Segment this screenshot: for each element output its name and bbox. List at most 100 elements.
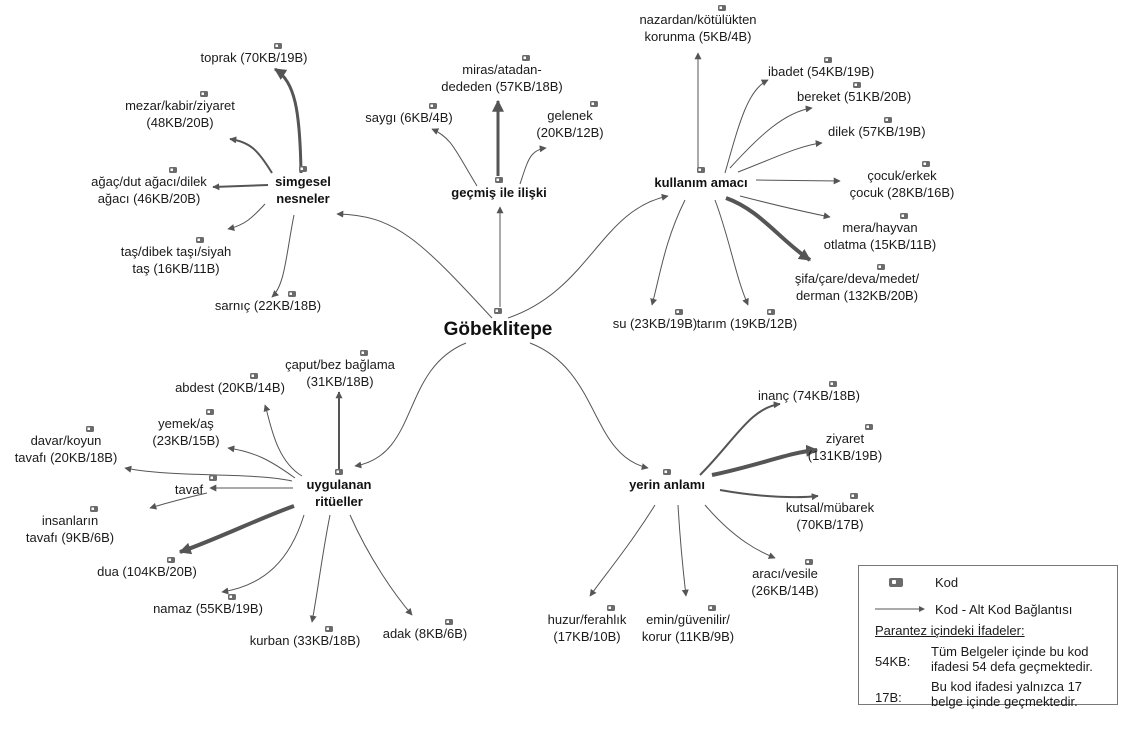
- code-node-label: mezar/kabir/ziyaret(48KB/20B): [125, 98, 235, 130]
- code-node-label-line: toprak (70KB/19B): [201, 50, 308, 65]
- code-icon: [335, 469, 343, 475]
- category-node-label: uygulanan ritüeller: [306, 477, 371, 509]
- code-icon: [429, 103, 437, 109]
- category-code-edge: [650, 199, 686, 306]
- category-code-edge: [729, 105, 813, 169]
- code-node-label-line: (31KB/18B): [306, 374, 373, 389]
- category-code-edge: [124, 465, 293, 482]
- code-icon: [884, 117, 892, 123]
- legend-description: Bu kod ifadesi yalnızca 17 belge içinde …: [931, 679, 1083, 709]
- code-node-label: kutsal/mübarek(70KB/17B): [786, 500, 875, 532]
- code-node-label-line: nazardan/kötülükten: [639, 12, 756, 27]
- category-node-label-line: uygulanan: [306, 477, 371, 492]
- code-node-label: dilek (57KB/19B): [828, 124, 926, 139]
- code-node-label-line: huzur/ferahlık: [548, 612, 627, 627]
- code-icon: [169, 167, 177, 173]
- code-node-label-line: (23KB/15B): [152, 433, 219, 448]
- code-icon: [209, 475, 217, 481]
- category-code-edge: [719, 489, 819, 501]
- code-node-label: bereket (51KB/20B): [797, 89, 911, 104]
- code-node-label: gelenek (20KB/12B): [536, 108, 603, 140]
- category-code-edge: [349, 514, 413, 616]
- category-node-label: simgesel nesneler: [275, 174, 331, 206]
- category-node-label-line: simgesel: [275, 174, 331, 189]
- category-code-edge: [178, 504, 295, 555]
- legend: Kod Kod - Alt Kod Bağlantısı Parantez iç…: [858, 565, 1118, 709]
- code-icon: [889, 578, 903, 587]
- code-node-label-line: tarım (19KB/12B): [697, 316, 797, 331]
- code-node-label-line: namaz (55KB/19B): [153, 601, 263, 616]
- category-code-edge: [149, 492, 208, 510]
- category-node-label: yerin anlamı: [629, 477, 705, 492]
- code-icon: [850, 493, 858, 499]
- category-code-edge: [677, 504, 689, 597]
- code-icon: [274, 43, 282, 49]
- code-node-label: ziyaret(131KB/19B): [808, 431, 882, 463]
- category-node-label-line: ritüeller: [315, 494, 363, 509]
- code-icon: [360, 350, 368, 356]
- code-node-label-line: inanç (74KB/18B): [758, 388, 860, 403]
- code-node-label-line: ağaç/dut ağacı/dilek: [91, 174, 207, 189]
- code-icon: [718, 5, 726, 11]
- code-icon: [86, 426, 94, 432]
- code-node-label-line: çaput/bez bağlama: [285, 357, 396, 372]
- code-icon: [824, 57, 832, 63]
- code-node-label: toprak (70KB/19B): [201, 50, 308, 65]
- category-code-edge: [711, 444, 819, 477]
- legend-code-label: Kod: [935, 575, 959, 590]
- code-icon: [288, 291, 296, 297]
- code-node-label-line: tavafı (9KB/6B): [26, 530, 114, 545]
- code-icon: [445, 619, 453, 625]
- code-icon: [675, 309, 683, 315]
- category-code-edge: [263, 404, 303, 477]
- category-node-label-line: yerin anlamı: [629, 477, 705, 492]
- code-icon: [607, 605, 615, 611]
- code-node-label: aracı/vesile (26KB/14B): [751, 566, 818, 598]
- code-icon: [250, 373, 258, 379]
- code-node-label: emin/güvenilir/korur (11KB/9B): [642, 612, 734, 644]
- category-code-edge: [704, 504, 776, 559]
- code-node-label-line: davar/koyun: [31, 433, 102, 448]
- category-node-label-line: kullanım amacı: [654, 175, 747, 190]
- category-node-label: kullanım amacı: [654, 175, 747, 190]
- category-node-label-line: nesneler: [276, 191, 329, 206]
- code-node-label-line: (26KB/14B): [751, 583, 818, 598]
- category-code-edge: [739, 195, 831, 220]
- code-node-label: ibadet (54KB/19B): [768, 64, 874, 79]
- code-node-label: miras/atadan-dededen (57KB/18B): [441, 62, 562, 94]
- code-node-label-line: dededen (57KB/18B): [441, 79, 562, 94]
- code-node-label: su (23KB/19B): [613, 316, 698, 331]
- code-icon: [708, 605, 716, 611]
- code-icon: [877, 264, 885, 270]
- category-node-label: geçmiş ile ilişki: [451, 185, 546, 200]
- category-code-edge: [699, 401, 781, 476]
- code-node-label-line: aracı/vesile: [752, 566, 818, 581]
- legend-heading: Parantez içindeki İfadeler:: [875, 623, 1025, 638]
- edge-layer: [124, 52, 841, 623]
- code-node-label-line: emin/güvenilir/: [646, 612, 730, 627]
- code-node-label-line: gelenek: [547, 108, 593, 123]
- category-code-edge: [755, 177, 841, 185]
- code-node-label-line: korur (11KB/9B): [642, 629, 734, 644]
- category-code-edge: [229, 136, 273, 174]
- code-node-label-line: şifa/çare/deva/medet/: [795, 271, 920, 286]
- code-node-label-line: mera/hayvan: [842, 220, 917, 235]
- code-node-label: tavaf: [175, 482, 204, 497]
- code-icon: [663, 469, 671, 475]
- code-icon: [200, 91, 208, 97]
- code-node-label: huzur/ferahlık(17KB/10B): [548, 612, 627, 644]
- code-node-label: namaz (55KB/19B): [153, 601, 263, 616]
- code-node-label-line: mezar/kabir/ziyaret: [125, 98, 235, 113]
- code-node-label-line: otlatma (15KB/11B): [824, 237, 936, 252]
- code-node-label-line: ziyaret: [826, 431, 865, 446]
- code-node-label-line: (20KB/12B): [536, 125, 603, 140]
- arrow-icon: [875, 606, 925, 612]
- code-node-label-line: su (23KB/19B): [613, 316, 698, 331]
- code-icon: [853, 82, 861, 88]
- category-code-edge: [212, 183, 269, 191]
- code-node-label-line: korunma (5KB/4B): [645, 29, 752, 44]
- code-icon: [829, 381, 837, 387]
